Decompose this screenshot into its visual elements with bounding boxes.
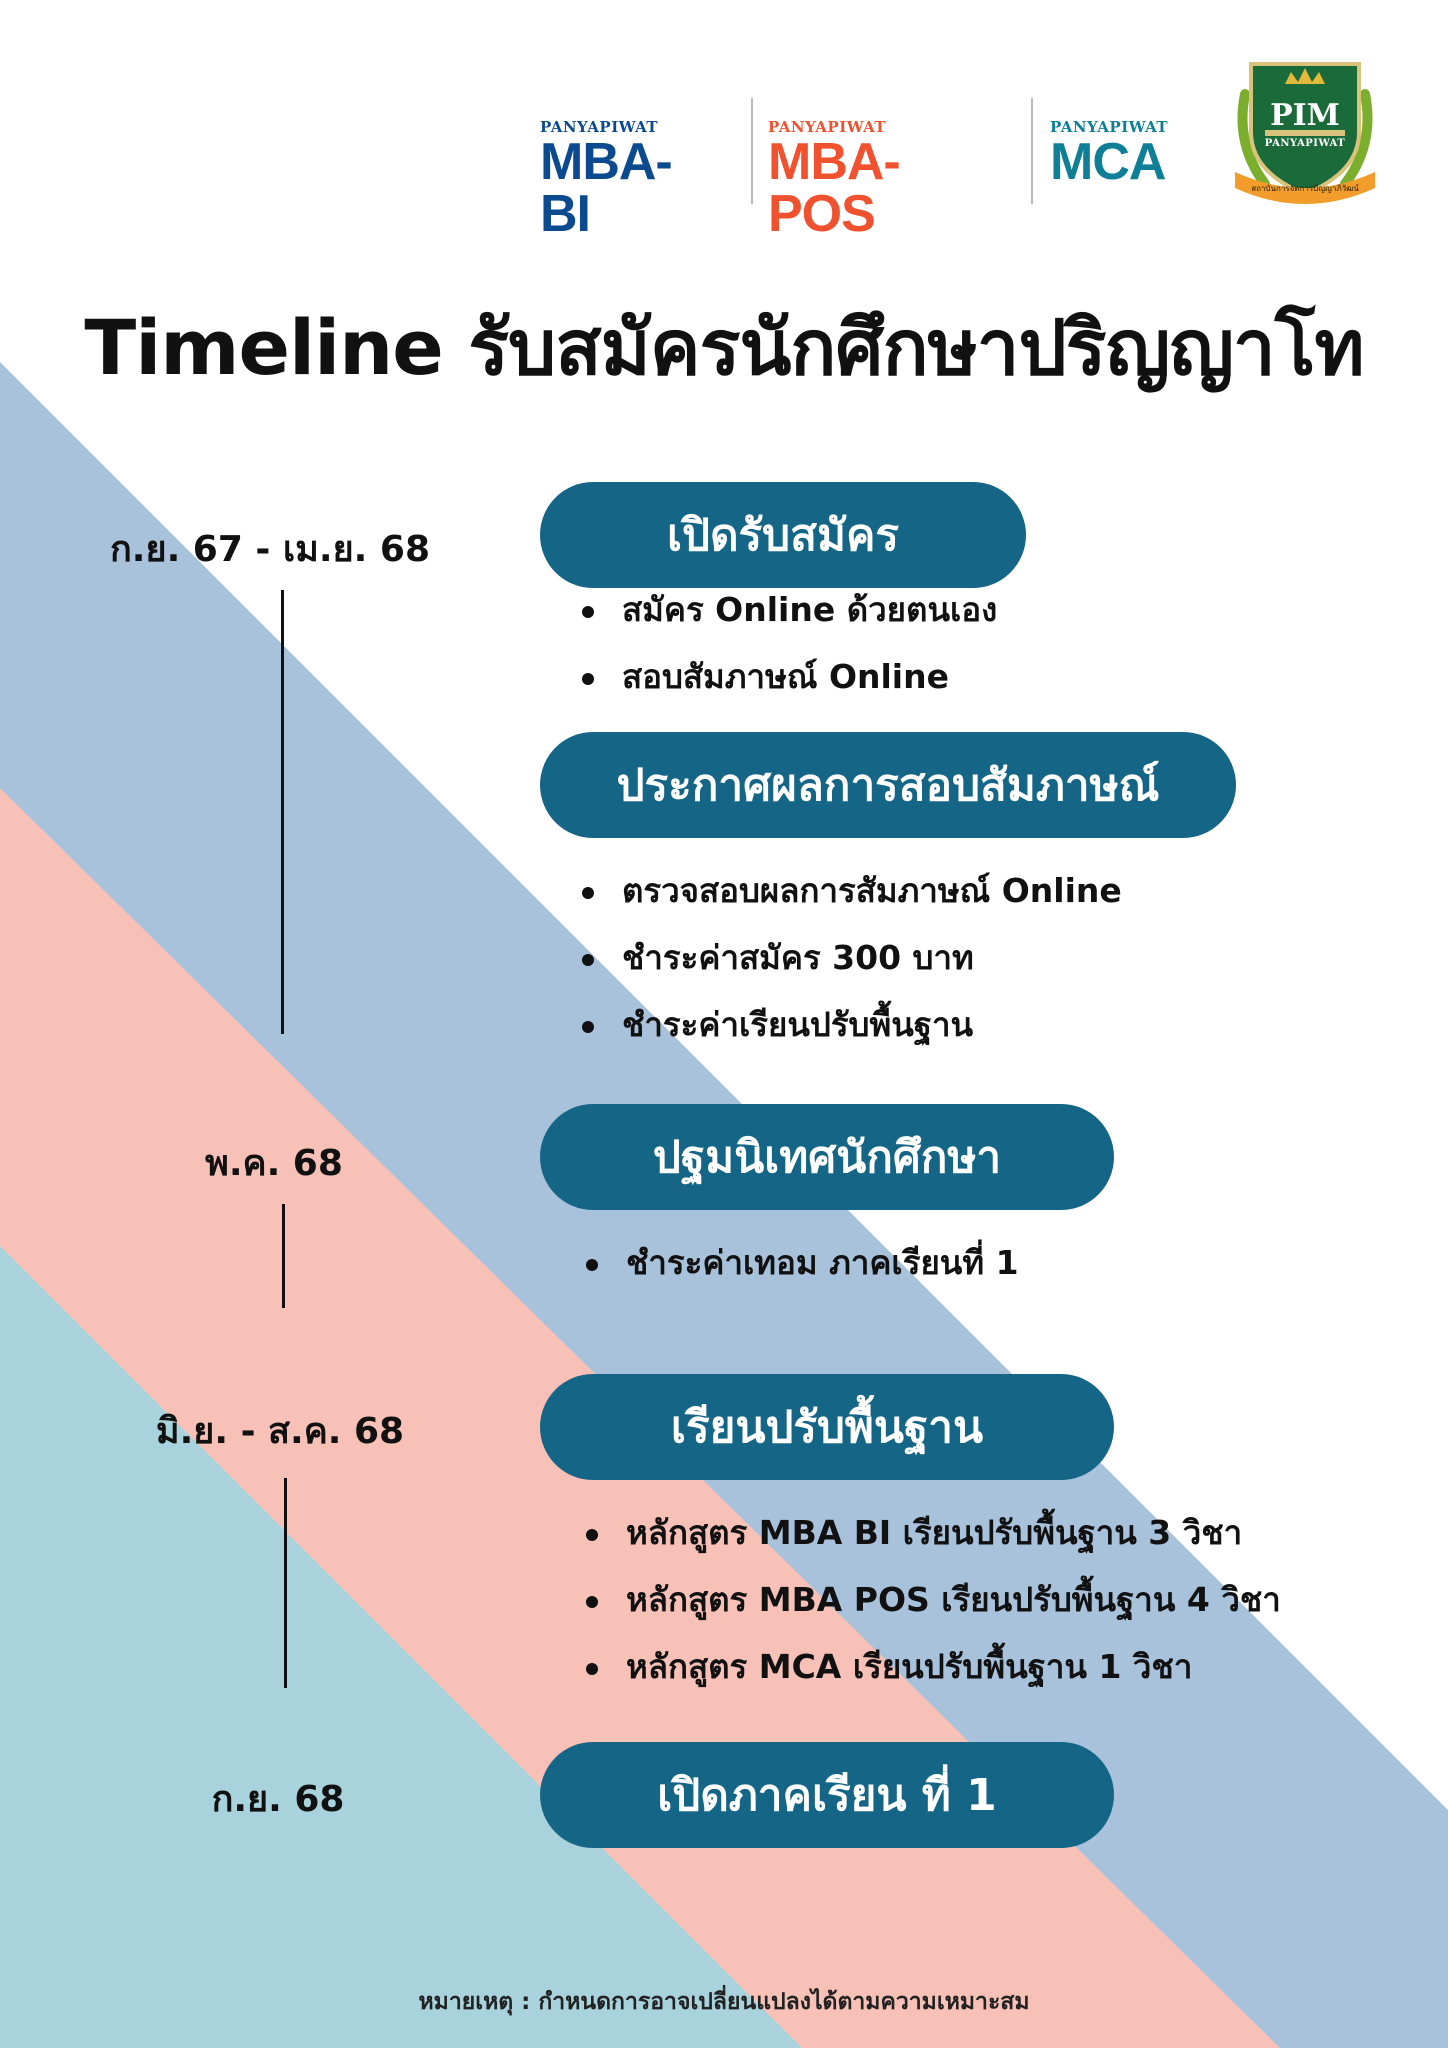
mca-logo-big: MCA: [1050, 133, 1166, 191]
mba-pos-logo: PANYAPIWAT MBA-POS: [768, 118, 901, 243]
list-item: ชำระค่าสมัคร 300 บาท: [580, 935, 1122, 1002]
step-pill-foundation-courses: เรียนปรับพื้นฐาน: [540, 1374, 1114, 1480]
mba-pos-logo-big: MBA-POS: [768, 133, 901, 243]
mba-bi-logo-small: PANYAPIWAT: [540, 118, 659, 136]
page-title: Timeline รับสมัครนักศึกษาปริญญาโท: [84, 303, 1364, 392]
timeline-date: ก.ย. 67 - เม.ย. 68: [110, 529, 430, 570]
step-pill-open-application: เปิดรับสมัคร: [540, 482, 1026, 588]
timeline-date: ก.ย. 68: [211, 1779, 345, 1820]
list-item: สมัคร Online ด้วยตนเอง: [580, 587, 997, 654]
timeline-connector: [284, 1478, 287, 1688]
step-pill-orientation: ปฐมนิเทศนักศึกษา: [540, 1104, 1114, 1210]
crest-name: PANYAPIWAT: [1264, 138, 1346, 149]
list-item: ชำระค่าเทอม ภาคเรียนที่ 1: [584, 1240, 1019, 1307]
mba-pos-logo-small: PANYAPIWAT: [768, 118, 887, 136]
list-item: ตรวจสอบผลการสัมภาษณ์ Online: [580, 868, 1122, 935]
step-bullets: ตรวจสอบผลการสัมภาษณ์ Online ชำระค่าสมัคร…: [580, 868, 1122, 1069]
list-item: หลักสูตร MBA BI เรียนปรับพื้นฐาน 3 วิชา: [584, 1510, 1281, 1577]
list-item: หลักสูตร MBA POS เรียนปรับพื้นฐาน 4 วิชา: [584, 1577, 1281, 1644]
timeline-date: มิ.ย. - ส.ค. 68: [155, 1411, 405, 1452]
step-bullets: ชำระค่าเทอม ภาคเรียนที่ 1: [584, 1240, 1019, 1307]
list-item: ชำระค่าเรียนปรับพื้นฐาน: [580, 1002, 1122, 1069]
list-item: สอบสัมภาษณ์ Online: [580, 654, 997, 721]
timeline-connector: [282, 1204, 285, 1308]
crest-abbr: PIM: [1270, 98, 1340, 133]
crest-shield-icon: [1235, 62, 1375, 204]
step-bullets: หลักสูตร MBA BI เรียนปรับพื้นฐาน 3 วิชา …: [584, 1510, 1281, 1711]
list-item: หลักสูตร MCA เรียนปรับพื้นฐาน 1 วิชา: [584, 1644, 1281, 1711]
footnote: หมายเหตุ : กำหนดการอาจเปลี่ยนแปลงได้ตามค…: [418, 1989, 1030, 2015]
crest-motto: สถาบันการจัดการปัญญาภิวัฒน์: [1251, 184, 1359, 193]
mba-bi-logo: PANYAPIWAT MBA-BI: [540, 118, 673, 243]
step-pill-semester-start: เปิดภาคเรียน ที่ 1: [540, 1742, 1114, 1848]
timeline-date: พ.ค. 68: [205, 1143, 343, 1184]
step-pill-interview-results: ประกาศผลการสอบสัมภาษณ์: [540, 732, 1236, 838]
pim-crest-logo: PIM PANYAPIWAT สถาบันการจัดการปัญญาภิวัฒ…: [1225, 54, 1385, 212]
mca-logo: PANYAPIWAT MCA: [1050, 118, 1168, 188]
mca-logo-small: PANYAPIWAT: [1050, 118, 1169, 136]
timeline-connector: [281, 590, 284, 1034]
mba-bi-logo-big: MBA-BI: [540, 133, 673, 243]
logo-divider: [1031, 98, 1033, 204]
logo-divider: [751, 98, 753, 204]
step-bullets: สมัคร Online ด้วยตนเอง สอบสัมภาษณ์ Onlin…: [580, 587, 997, 721]
